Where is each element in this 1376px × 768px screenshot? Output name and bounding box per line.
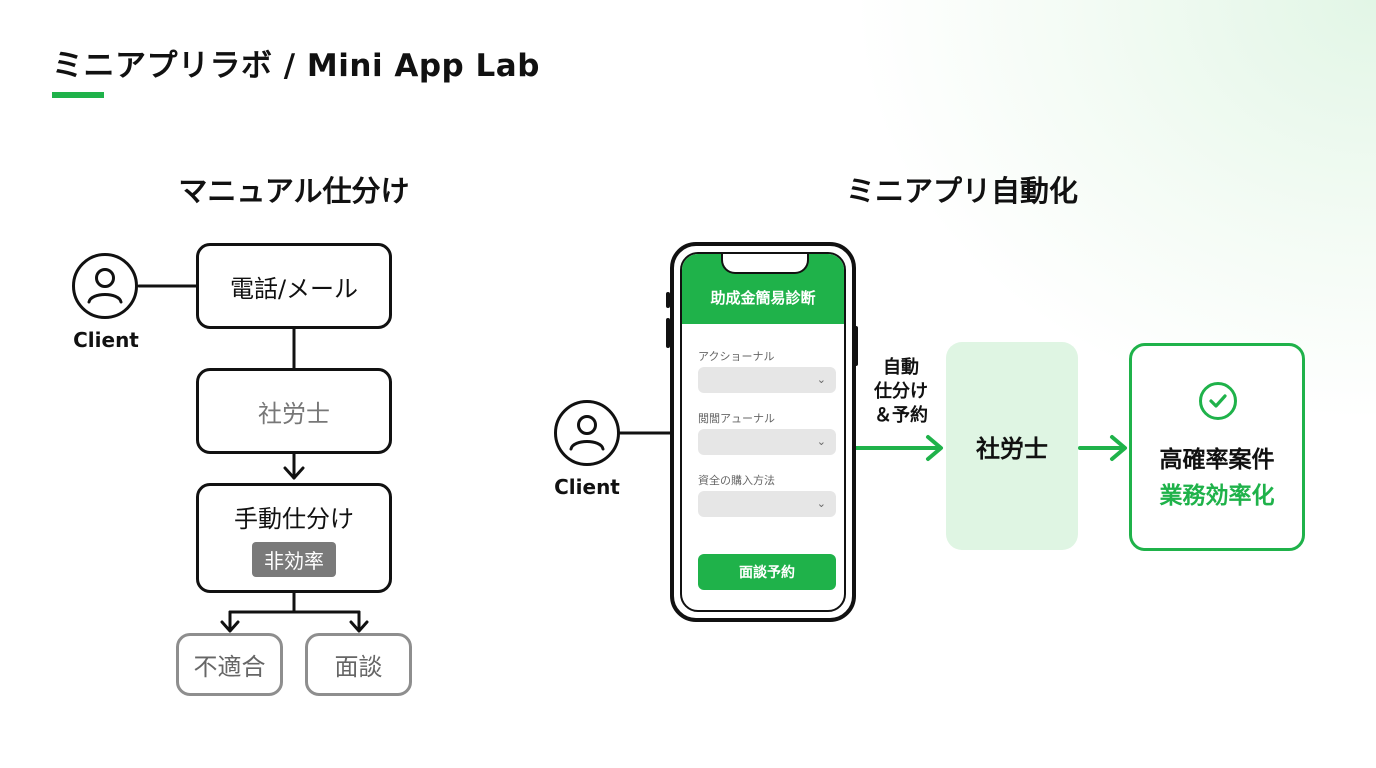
outcome-unfit-box: 不適合 xyxy=(176,633,283,696)
title-underline xyxy=(52,92,104,98)
inefficient-badge: 非効率 xyxy=(252,542,336,577)
page-title: ミニアプリラボ / Mini App Lab xyxy=(52,48,540,84)
auto-sort-label: 自動 仕分け ＆予約 xyxy=(862,356,940,428)
outcome-unfit-label: 不適合 xyxy=(193,653,266,681)
field1-label: アクショーナル xyxy=(698,350,775,363)
phone-header-title: 助成金簡易診断 xyxy=(710,289,816,307)
result-high-probability: 高確率案件 xyxy=(1159,447,1275,473)
field2-select[interactable]: ⌄ xyxy=(698,429,836,455)
sharoushi-label-manual: 社労士 xyxy=(258,399,330,428)
auto-sort-label-line2: 仕分け xyxy=(874,381,928,402)
person-icon xyxy=(87,268,123,304)
sharoushi-box-auto: 社労士 xyxy=(946,342,1078,550)
client-label-manual: Client xyxy=(73,328,139,352)
auto-section-title: ミニアプリ自動化 xyxy=(845,174,1078,208)
contact-label: 電話/メール xyxy=(229,274,359,303)
manual-sort-label: 手動仕分け xyxy=(234,505,354,533)
phone-side-button xyxy=(666,292,670,308)
auto-sort-label-line1: 自動 xyxy=(883,357,919,378)
field3-select[interactable]: ⌄ xyxy=(698,491,836,517)
outcome-interview-label: 面談 xyxy=(334,653,383,681)
phone-side-button xyxy=(666,318,670,348)
outcome-interview-box: 面談 xyxy=(305,633,412,696)
sharoushi-box-manual: 社労士 xyxy=(196,368,392,454)
auto-sort-label-line3: ＆予約 xyxy=(874,405,928,426)
phone-side-button xyxy=(854,326,858,366)
result-efficiency: 業務効率化 xyxy=(1159,483,1275,509)
client-avatar-auto xyxy=(554,400,620,466)
field1-select[interactable]: ⌄ xyxy=(698,367,836,393)
person-icon xyxy=(569,415,605,451)
manual-section-title: マニュアル仕分け xyxy=(178,174,410,208)
phone-mockup: 助成金簡易診断 アクショーナル ⌄ 閲閭アューナル ⌄ 資全の購入方法 ⌄ 面談… xyxy=(670,242,856,622)
phone-notch xyxy=(721,254,809,274)
phone-screen: 助成金簡易診断 アクショーナル ⌄ 閲閭アューナル ⌄ 資全の購入方法 ⌄ 面談… xyxy=(680,252,846,612)
chevron-down-icon: ⌄ xyxy=(816,435,826,448)
check-circle-icon xyxy=(1199,382,1237,420)
book-interview-button[interactable]: 面談予約 xyxy=(698,554,836,590)
manual-sort-box: 手動仕分け 非効率 xyxy=(196,483,392,593)
book-interview-label: 面談予約 xyxy=(739,565,795,581)
result-box: 高確率案件 業務効率化 xyxy=(1129,343,1305,551)
contact-box: 電話/メール xyxy=(196,243,392,329)
field3-label: 資全の購入方法 xyxy=(698,474,775,487)
sharoushi-label-auto: 社労士 xyxy=(976,434,1048,463)
chevron-down-icon: ⌄ xyxy=(816,497,826,510)
client-avatar-manual xyxy=(72,253,138,319)
check-icon xyxy=(1209,394,1227,408)
chevron-down-icon: ⌄ xyxy=(816,373,826,386)
field2-label: 閲閭アューナル xyxy=(698,412,775,425)
client-label-auto: Client xyxy=(554,475,620,499)
